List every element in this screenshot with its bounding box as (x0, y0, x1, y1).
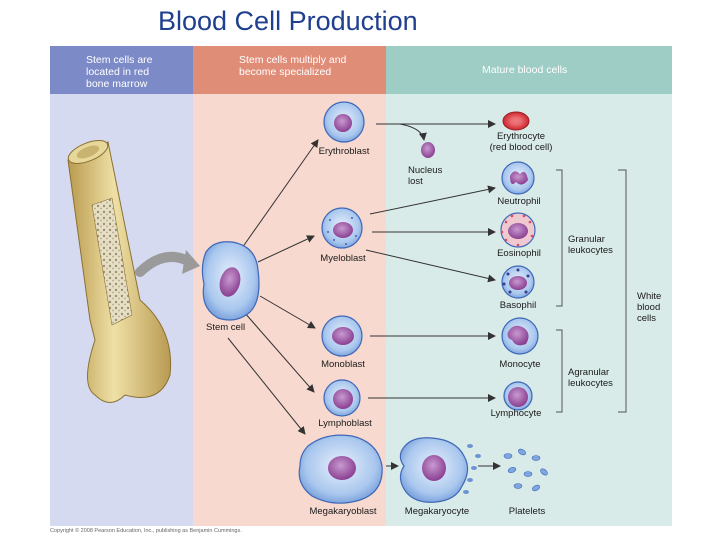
label-monocyte: Monocyte (499, 359, 541, 370)
label-stem-cell: Stem cell (206, 322, 246, 333)
stem-cell (201, 241, 260, 321)
megakaryoblast-cell (298, 434, 383, 504)
label-monoblast: Monoblast (321, 359, 365, 370)
label-lymphocyte: Lymphocyte (490, 408, 542, 419)
label-erythroblast: Erythroblast (318, 146, 370, 157)
neutrophil-cell (501, 161, 535, 195)
label-agranular-leukocytes: Agranular leukocytes (568, 367, 613, 389)
copyright-notice: Copyright © 2008 Pearson Education, Inc.… (50, 528, 242, 534)
page-title: Blood Cell Production (158, 6, 418, 36)
lymphoblast-cell (323, 379, 361, 417)
header-bone-marrow: Stem cells are located in red bone marro… (50, 46, 193, 94)
myeloblast-cell (321, 207, 363, 249)
label-neutrophil: Neutrophil (497, 196, 541, 207)
header-mature-cells: Mature blood cells (386, 46, 672, 94)
header-specialization: Stem cells multiply and become specializ… (193, 46, 386, 94)
platelets-cluster (503, 448, 548, 492)
basophil-cell (501, 265, 535, 299)
arrows (227, 120, 627, 470)
erythroblast-cell (323, 101, 365, 143)
lymphocyte-cell (503, 381, 533, 411)
monocyte-cell (501, 317, 539, 355)
label-lymphoblast: Lymphoblast (318, 418, 372, 429)
label-megakaryoblast: Megakaryoblast (309, 506, 377, 517)
bone-illustration (67, 140, 200, 403)
erythrocyte-cell (502, 111, 530, 131)
megakaryocyte-cell (399, 437, 481, 503)
eosinophil-cell (500, 212, 536, 248)
monoblast-cell (321, 315, 363, 357)
label-erythrocyte: Erythrocyte (red blood cell) (489, 131, 553, 153)
label-nucleus-lost: Nucleus lost (408, 165, 443, 187)
label-white-blood-cells: White blood cells (637, 291, 662, 324)
label-megakaryocyte: Megakaryocyte (404, 506, 470, 517)
label-granular-leukocytes: Granular leukocytes (568, 234, 613, 256)
nucleus-lost (421, 142, 435, 158)
label-eosinophil: Eosinophil (497, 248, 541, 259)
label-platelets: Platelets (508, 506, 546, 517)
label-basophil: Basophil (499, 300, 537, 311)
label-myeloblast: Myeloblast (320, 253, 366, 264)
